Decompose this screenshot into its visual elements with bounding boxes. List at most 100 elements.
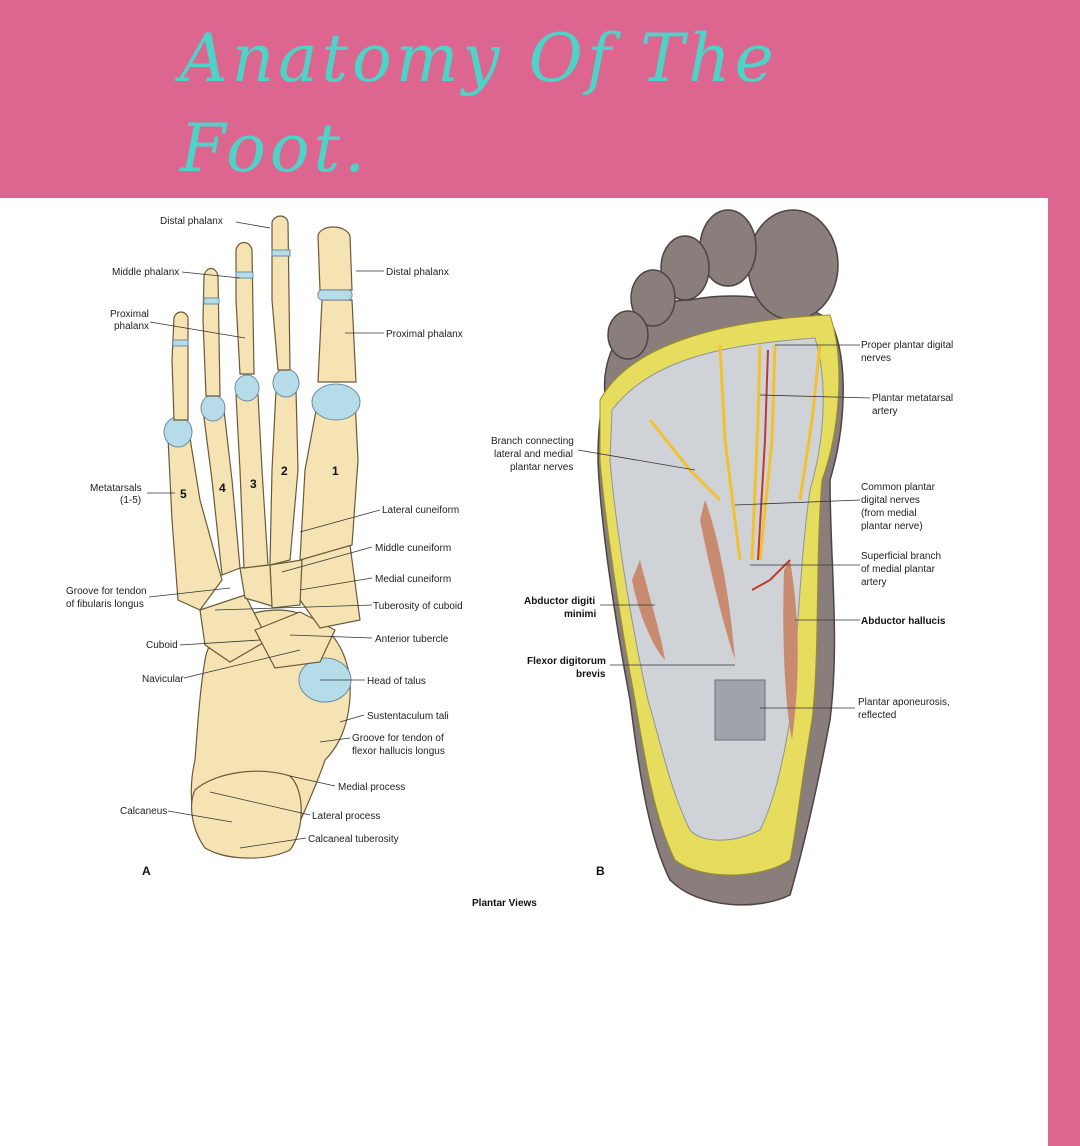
label-abductor-hallucis: Abductor hallucis <box>861 616 946 627</box>
leader-line <box>167 810 233 823</box>
abductor-hallucis-muscle <box>783 560 798 740</box>
metatarsal-3-bone <box>235 394 269 569</box>
label-metatarsals-1: Metatarsals <box>90 483 142 494</box>
label-superficial-branch-2: of medial plantar <box>861 564 936 575</box>
common-plantar-digital-nerve-3 <box>718 344 742 561</box>
metatarsal-5-bone <box>167 437 223 611</box>
leader-line <box>759 394 871 399</box>
title-line-1: Anatomy Of The <box>180 20 778 97</box>
label-plantar-metatarsal-1: Plantar metatarsal <box>872 393 953 404</box>
hallux-ip-cartilage <box>317 289 353 301</box>
plantar-aponeurosis-reflected <box>714 679 766 741</box>
label-calcaneal-tuberosity: Calcaneal tuberosity <box>308 834 399 845</box>
third-toe <box>660 235 710 301</box>
label-proximal-phalanx-left-1: Proximal <box>110 309 149 320</box>
figure-a-bones: 1 2 3 4 5 Distal phalanx Middle phalanx … <box>66 215 463 878</box>
label-calcaneus: Calcaneus <box>120 806 167 817</box>
label-flexor-digitorum-2: brevis <box>576 669 606 680</box>
leader-line <box>734 499 861 506</box>
label-distal-phalanx-top: Distal phalanx <box>160 216 223 227</box>
label-metatarsals-2: (1-5) <box>120 495 141 506</box>
label-groove-fhl-1: Groove for tendon of <box>352 733 444 744</box>
label-branch-connecting-2: lateral and medial <box>494 449 573 460</box>
hallux-distal-phalanx <box>317 226 353 291</box>
label-middle-phalanx: Middle phalanx <box>112 267 179 278</box>
leader-line <box>289 634 373 639</box>
hallux-proximal-phalanx <box>317 299 357 383</box>
label-cuboid: Cuboid <box>146 640 178 651</box>
metatarsal-1-bone <box>299 399 359 561</box>
navicular-bone <box>254 611 336 669</box>
label-distal-phalanx-right: Distal phalanx <box>386 267 449 278</box>
leader-line <box>183 649 301 679</box>
header-band: Anatomy Of The Foot. <box>0 0 1080 198</box>
label-plantar-aponeurosis-2: reflected <box>858 710 896 721</box>
diagram-sheet: 1 2 3 4 5 Distal phalanx Middle phalanx … <box>0 198 1048 1146</box>
leader-line <box>281 546 373 573</box>
flexor-digitorum-brevis-muscle <box>700 500 735 660</box>
mt-number-5: 5 <box>180 487 187 501</box>
label-abductor-digiti-1: Abductor digiti <box>524 596 595 607</box>
label-lateral-cuneiform: Lateral cuneiform <box>382 505 459 516</box>
label-flexor-digitorum-1: Flexor digitorum <box>527 656 606 667</box>
leader-line <box>148 587 231 598</box>
proper-plantar-digital-nerve <box>798 344 822 501</box>
toe5-cartilage <box>172 339 189 347</box>
label-navicular: Navicular <box>142 674 184 685</box>
mt-number-4: 4 <box>219 481 226 495</box>
figure-b-dissection: Proper plantar digital nerves Plantar me… <box>491 209 953 906</box>
leader-line <box>149 321 246 339</box>
leader-line <box>179 639 261 646</box>
big-toe <box>747 209 839 321</box>
label-abductor-digiti-2: minimi <box>564 609 596 620</box>
label-groove-fibularis-2: of fibularis longus <box>66 599 144 610</box>
figure-caption: Plantar Views <box>472 898 537 909</box>
label-sustentaculum-tali: Sustentaculum tali <box>367 711 449 722</box>
label-superficial-branch-3: artery <box>861 577 887 588</box>
toe2-phalanges <box>271 215 291 371</box>
leader-line <box>239 837 307 849</box>
fourth-toe <box>630 269 676 327</box>
panel-letter-a: A <box>142 864 151 878</box>
mt-number-2: 2 <box>281 464 288 478</box>
leader-line <box>235 221 271 229</box>
label-anterior-tubercle: Anterior tubercle <box>375 634 449 645</box>
mt1-head-cartilage <box>311 383 361 421</box>
leader-line <box>289 775 336 787</box>
title-line-2: Foot. <box>180 110 370 187</box>
label-head-of-talus: Head of talus <box>367 676 426 687</box>
toe2-cartilage <box>271 249 291 257</box>
leader-line <box>209 791 311 816</box>
leader-line <box>339 714 365 723</box>
panel-letter-b: B <box>596 864 605 878</box>
common-plantar-digital-nerve <box>750 344 762 561</box>
label-lateral-process: Lateral process <box>312 811 380 822</box>
leader-line <box>299 509 381 533</box>
label-medial-cuneiform: Medial cuneiform <box>375 574 451 585</box>
label-proper-plantar-1: Proper plantar digital <box>861 340 953 351</box>
leader-line <box>214 604 373 611</box>
mt-number-1: 1 <box>332 464 339 478</box>
toe4-cartilage <box>203 297 220 305</box>
branch-connecting-nerve <box>648 419 722 502</box>
leader-line <box>181 271 241 279</box>
label-common-plantar-4: plantar nerve) <box>861 521 923 532</box>
leader-line <box>577 449 696 471</box>
label-plantar-aponeurosis-1: Plantar aponeurosis, <box>858 697 950 708</box>
foot-anatomy-figure: 1 2 3 4 5 Distal phalanx Middle phalanx … <box>66 209 953 909</box>
leader-line <box>299 577 373 591</box>
label-branch-connecting-3: plantar nerves <box>510 462 573 473</box>
middle-cuneiform-bone <box>269 559 303 609</box>
superficial-branch-artery <box>751 559 791 591</box>
label-medial-process: Medial process <box>338 782 405 793</box>
abductor-digiti-minimi-muscle <box>632 560 665 660</box>
label-tuberosity-of-cuboid: Tuberosity of cuboid <box>373 601 463 612</box>
label-common-plantar-2: digital nerves <box>861 495 920 506</box>
label-proper-plantar-2: nerves <box>861 353 891 364</box>
mt5-head-cartilage <box>163 416 193 448</box>
toe3-cartilage <box>235 271 254 279</box>
label-groove-fibularis-1: Groove for tendon <box>66 586 147 597</box>
plantar-metatarsal-artery <box>757 349 769 561</box>
leader-line <box>319 737 351 743</box>
toe5-phalanges <box>171 311 189 421</box>
